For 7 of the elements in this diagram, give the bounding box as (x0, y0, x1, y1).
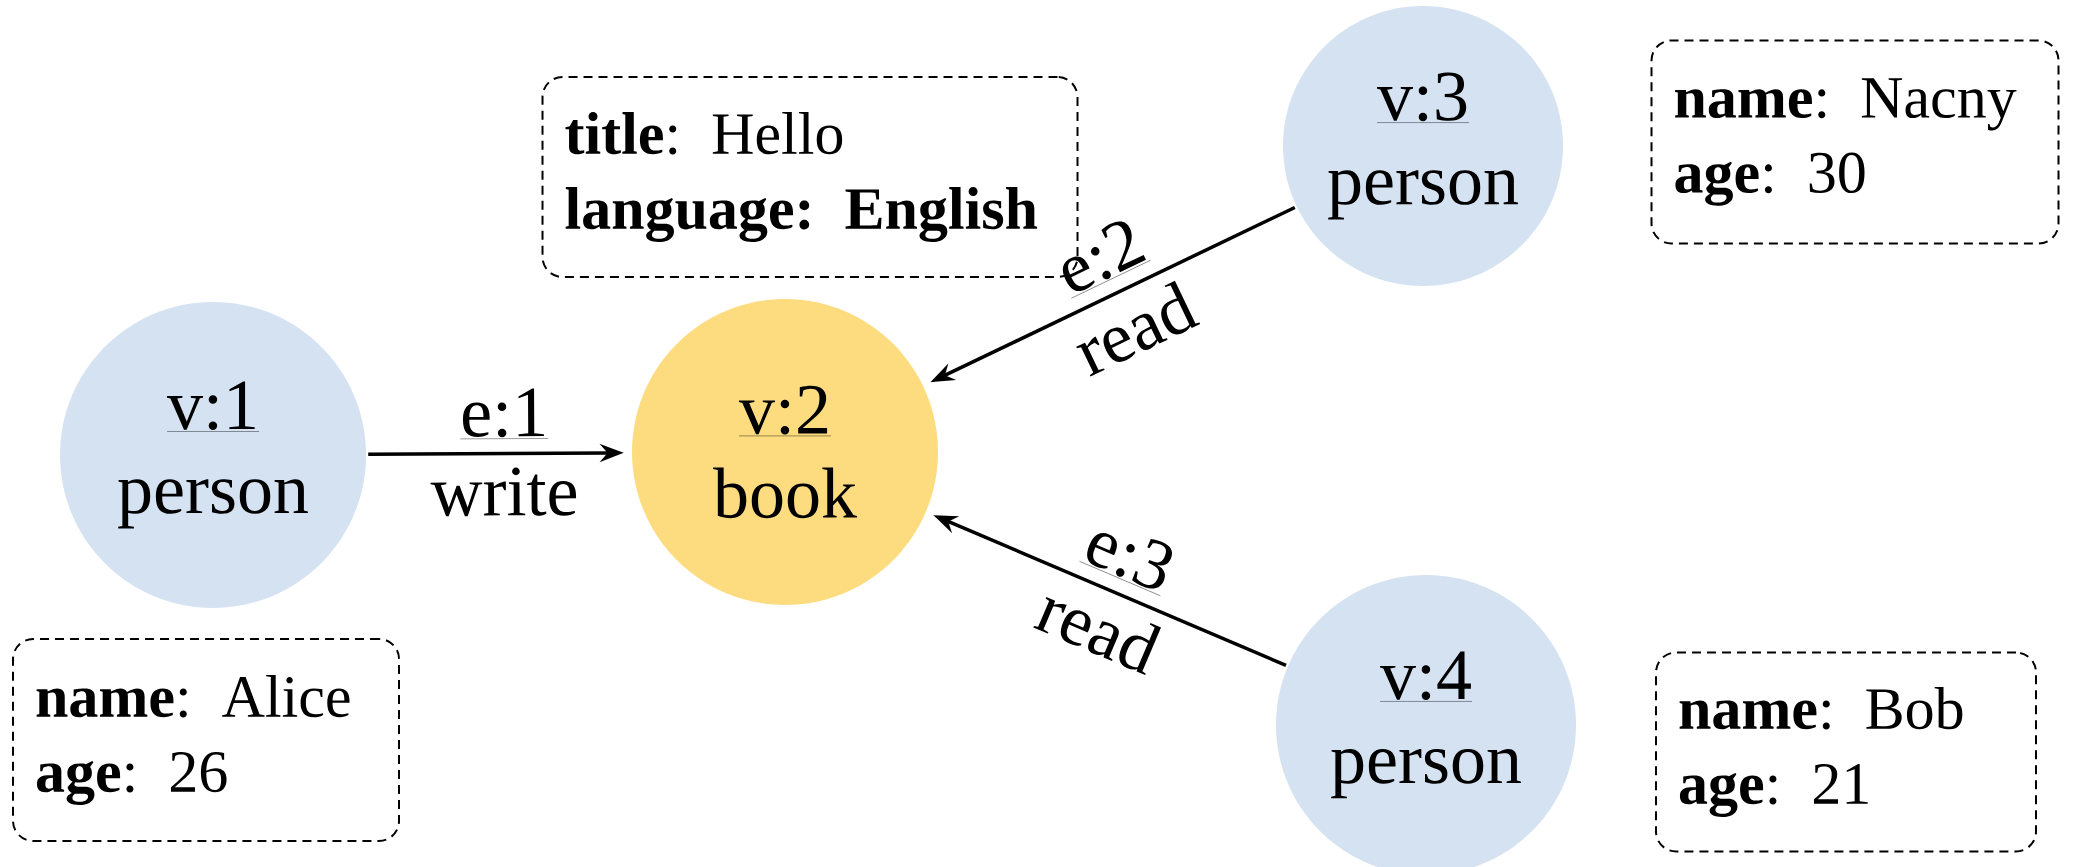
relation-label: write (430, 467, 577, 517)
edge-label: e:1 (460, 388, 549, 440)
relation-label: read (1033, 597, 1161, 676)
property-box: name: Alice age: 26 (12, 638, 400, 842)
edge-label: e:3 (1079, 533, 1173, 596)
property-box: name: Nacny age: 30 (1650, 39, 2060, 245)
property-box: name: Bob age: 21 (1655, 651, 2037, 853)
